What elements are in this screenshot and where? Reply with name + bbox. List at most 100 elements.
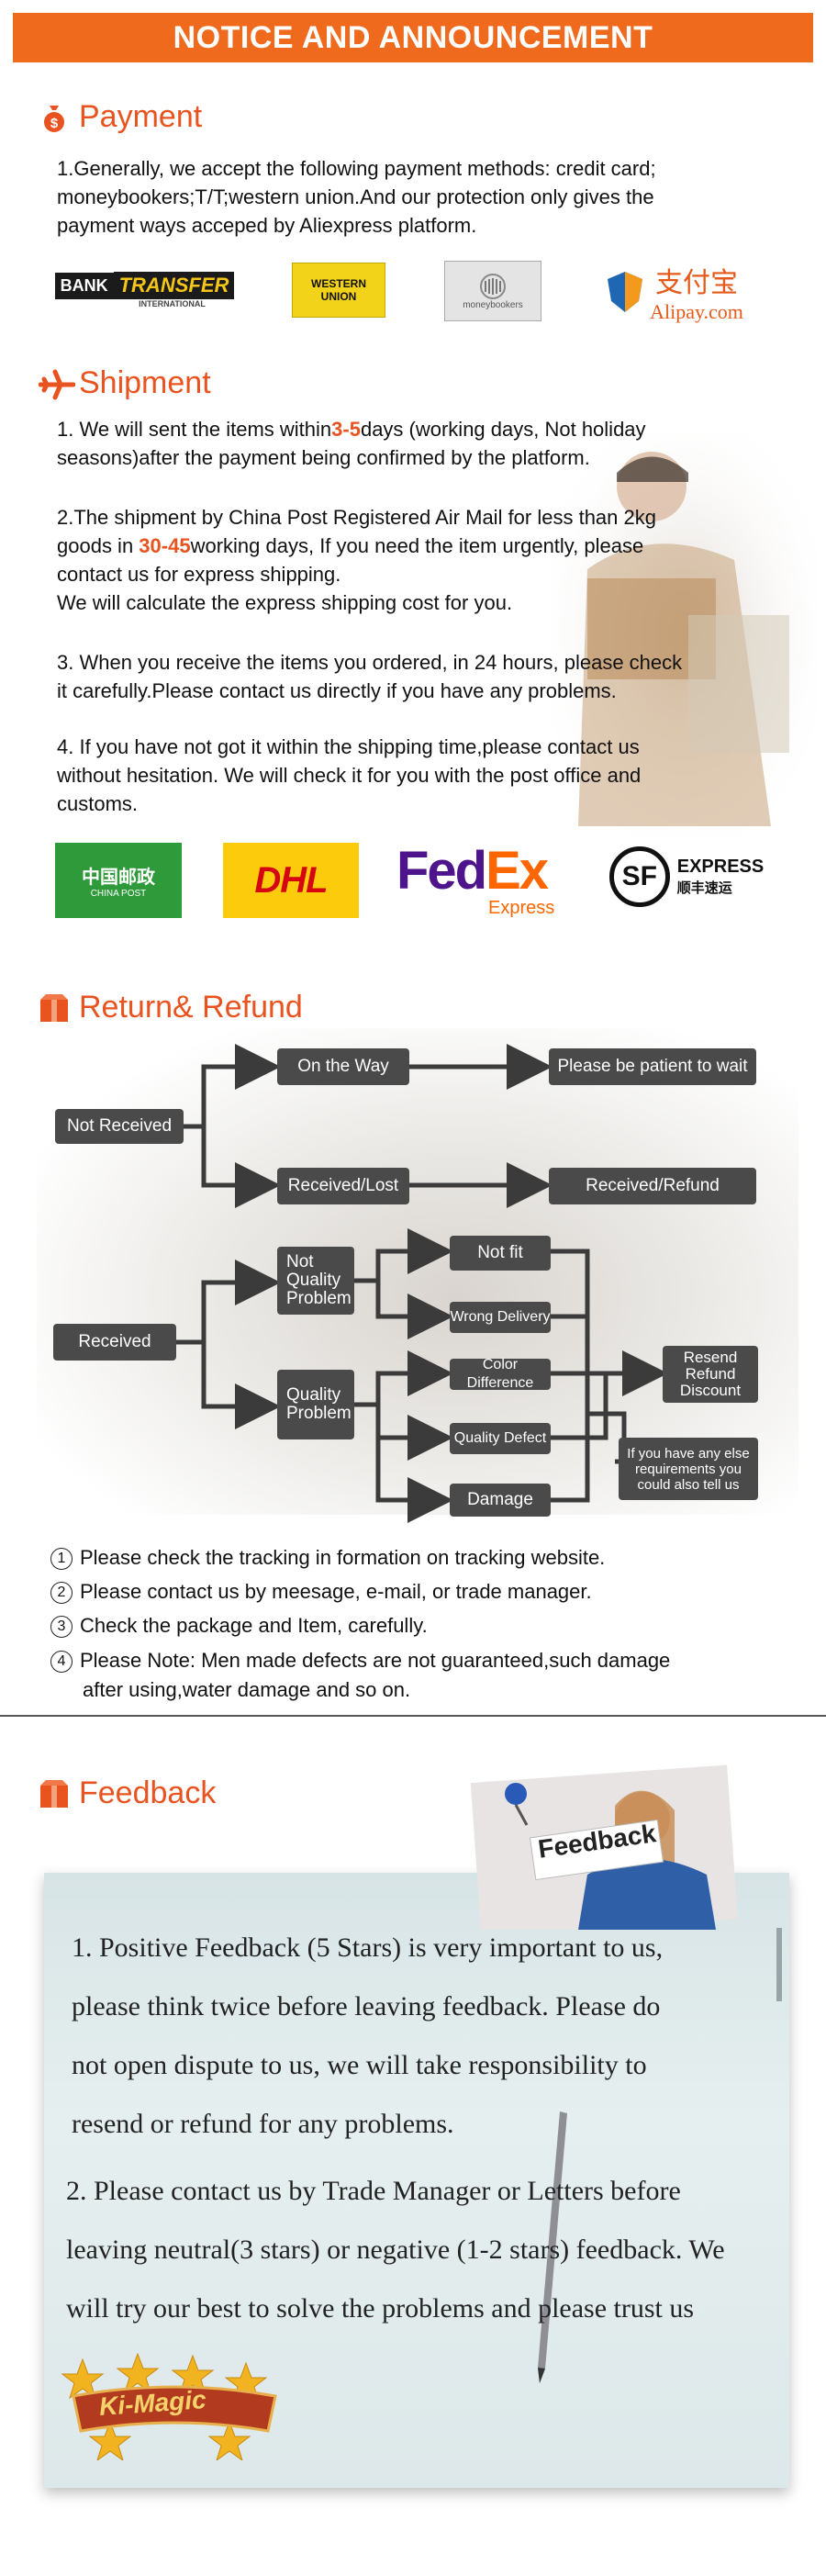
refund-title: Return& Refund [79,990,303,1025]
sf-cn-label: 顺丰速运 [676,880,732,896]
flow-resend-refund-discount: Resend Refund Discount [663,1346,758,1403]
feedback-text: 1. Positive Feedback (5 Stars) is very i… [72,1919,663,2154]
text-run: goods in [57,534,140,557]
feedback-line: 2. Please contact us by Trade Manager or… [66,2176,681,2206]
text-run: 1. We will sent the items within [57,418,332,441]
refund-heading: Return& Refund [39,990,303,1025]
moneybookers-logo: moneybookers [444,261,541,321]
flow-quality-problem: Quality Problem [277,1370,354,1439]
feedback-line: will try our best to solve the problems … [66,2293,695,2324]
text-run: working days, If you need the item urgen… [190,534,644,557]
note-text: Please Note: Men made defects are not gu… [80,1649,671,1672]
flow-quality-defect: Quality Defect [450,1423,551,1454]
payment-text: 1.Generally, we accept the following pay… [57,154,656,240]
svg-text:$: $ [50,116,59,131]
bank-label: BANK [54,272,114,299]
note-number: 2 [50,1582,73,1604]
shipment-item-2: 2.The shipment by China Post Registered … [57,503,656,617]
shipment-title: Shipment [79,365,211,400]
feedback-line: not open dispute to us, we will take res… [72,2050,647,2080]
feedback-line: leaving neutral(3 stars) or negative (1-… [66,2234,725,2265]
pencil-icon [538,2111,567,2383]
text-run: it carefully.Please contact us directly … [57,679,617,702]
feedback-title: Feedback [79,1775,217,1810]
box-icon [39,992,70,1024]
payment-line: moneybookers;T/T;western union.And our p… [57,185,654,208]
payment-line: 1.Generally, we accept the following pay… [57,157,656,180]
dhl-logo: DHL [223,843,359,918]
flow-received-refund: Received/Refund [549,1168,756,1204]
dhl-label: DHL [254,859,328,901]
flow-on-the-way: On the Way [277,1048,409,1085]
text-run: contact us for express shipping. [57,563,341,586]
sf-mark-label: SF [608,846,670,907]
refund-note-1: 1 Please check the tracking in formation … [50,1544,605,1572]
payment-title: Payment [79,99,203,134]
note-number: 4 [50,1651,73,1673]
text-run: days (working days, Not holiday [360,418,646,441]
union-label: UNION [320,290,357,303]
airplane-icon [38,368,76,399]
page-banner: NOTICE AND ANNOUNCEMENT [13,13,813,62]
flow-damage: Damage [450,1484,551,1517]
alipay-en-label: Alipay.com [650,300,743,323]
note-text: Please contact us by meesage, e-mail, or… [80,1580,592,1603]
feedback-text-2: 2. Please contact us by Trade Manager or… [66,2162,725,2338]
sf-express-label: EXPRESS [676,857,765,877]
feedback-line: please think twice before leaving feedba… [72,1991,661,2022]
flow-color-difference: Color Difference [450,1357,551,1391]
text-run: 4. If you have not got it within the shi… [57,735,640,758]
highlight-days: 3-5 [331,418,361,441]
money-bag-icon: $ [39,102,70,133]
refund-note-4-continued: after using,water damage and so on. [83,1678,411,1701]
shipment-item-4: 4. If you have not got it within the shi… [57,733,641,818]
refund-note-2: 2 Please contact us by meesage, e-mail, o… [50,1578,592,1606]
fedex-logo: FedEx Express [396,837,580,925]
ki-magic-badge [61,2352,277,2460]
shipment-item-1: 1. We will sent the items within3-5days … [57,415,646,472]
feedback-heading: Feedback [39,1775,216,1811]
shipment-item-3: 3. When you receive the items you ordere… [57,648,682,705]
note-number: 1 [50,1548,73,1570]
panel-scrollbar [776,1928,782,2001]
alipay-logo: 支付宝 Alipay.com [587,257,762,327]
flow-else-requirements: If you have any else requirements you co… [619,1438,758,1500]
delivery-person-illustration [551,431,817,835]
feedback-line: resend or refund for any problems. [72,2109,454,2139]
payment-line: payment ways acceped by Aliexpress platf… [57,214,477,237]
feedback-panel [44,1873,789,2488]
flow-not-quality-problem: Not Quality Problem [277,1247,354,1315]
fedex-fed-label: Fed [396,840,487,901]
fedex-ex-label: Ex [486,840,549,901]
text-run: without hesitation. We will check it for… [57,764,642,787]
section-divider [0,1715,826,1717]
alipay-cn-label: 支付宝 [654,268,738,298]
international-label: INTERNATIONAL [139,299,206,308]
fedex-express-label: Express [488,897,555,918]
moneybookers-label: moneybookers [463,299,523,310]
shipment-heading: Shipment [38,365,211,401]
flowchart-connectors [176,1044,668,1523]
sf-express-logo: SF EXPRESS 顺丰速运 [595,839,778,914]
china-post-en-label: CHINA POST [90,889,147,899]
payment-heading: $ Payment [39,99,202,135]
flow-received-lost: Received/Lost [277,1168,409,1204]
flow-received: Received [53,1324,176,1361]
text-run: customs. [57,792,139,815]
feedback-line: 1. Positive Feedback (5 Stars) is very i… [72,1932,664,1963]
flow-not-received: Not Received [55,1109,184,1144]
note-text: Please check the tracking in formation o… [80,1546,606,1569]
moneybookers-mark-icon [480,273,506,299]
text-run: seasons)after the payment being confirme… [57,446,590,469]
china-post-logo: 中国邮政 CHINA POST [55,843,182,918]
feedback-photo [470,1764,738,1930]
western-union-logo: WESTERN UNION [292,263,385,318]
text-run: 2.The shipment by China Post Registered … [57,506,656,529]
transfer-label: TRANSFER [113,272,235,299]
note-number: 3 [50,1616,73,1638]
flow-not-fit: Not fit [450,1236,551,1271]
flow-patient-wait: Please be patient to wait [549,1048,756,1085]
highlight-days: 30-45 [139,534,191,557]
bank-transfer-logo: BANK TRANSFER INTERNATIONAL [50,268,239,312]
